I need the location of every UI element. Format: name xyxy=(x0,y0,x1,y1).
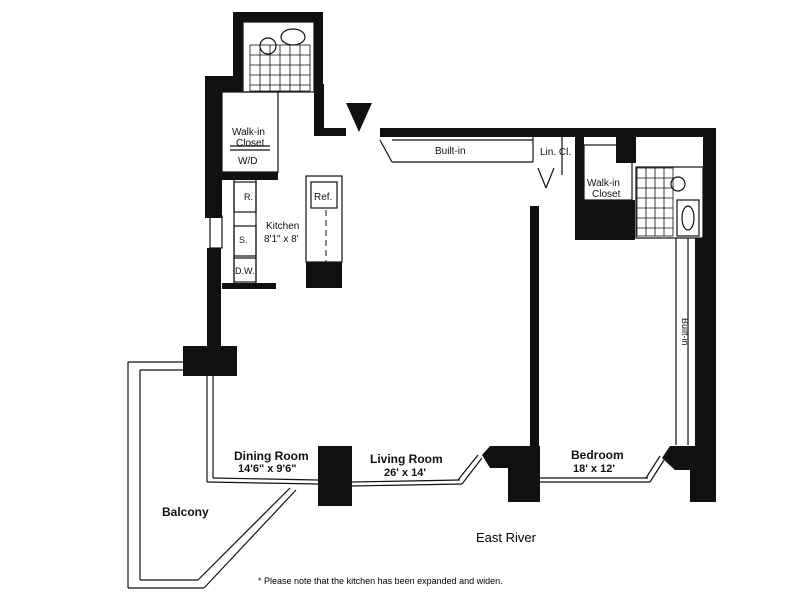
bedroom-dims: 18' x 12' xyxy=(573,463,615,475)
living-room-name: Living Room xyxy=(370,452,443,466)
dishwasher-label: D.W. xyxy=(235,266,255,276)
bedroom-closet-bath xyxy=(575,128,716,240)
sink-label: S. xyxy=(239,235,248,245)
east-river-label: East River xyxy=(476,530,537,545)
bedroom-basin xyxy=(681,205,695,231)
walkin-closet-bed-line2: Closet xyxy=(592,189,621,200)
bathtub-tile-grid xyxy=(249,44,311,92)
north-wall xyxy=(379,128,716,189)
dining-room-dims: 14'6" x 9'6" xyxy=(238,463,296,475)
kitchen-dims: 8'1" x 8' xyxy=(264,234,299,245)
bedroom-toilet xyxy=(670,176,686,192)
range xyxy=(233,181,257,213)
dining-room-name: Dining Room xyxy=(234,449,309,463)
shower-tile-grid xyxy=(636,167,674,237)
kitchen-sink xyxy=(233,225,257,257)
refrigerator-column xyxy=(305,175,343,288)
dishwasher xyxy=(233,257,257,283)
range-label: R. xyxy=(244,192,253,202)
east-wall xyxy=(675,238,716,448)
balcony-outline xyxy=(127,361,297,589)
toilet xyxy=(259,37,277,55)
south-wall xyxy=(183,346,716,506)
walkin-closet-top-line2: Closet xyxy=(236,138,265,149)
partition-wall xyxy=(530,206,539,458)
kitchen-name: Kitchen xyxy=(266,221,299,232)
kitchen-wing-walls xyxy=(205,76,346,348)
ref-label: Ref. xyxy=(314,192,332,203)
builtin-living-label: Built-in xyxy=(435,146,466,157)
tub-basin xyxy=(280,28,306,46)
linen-closet-label: Lin. Cl. xyxy=(540,147,571,158)
walkin-closet-bed-line1: Walk-in xyxy=(587,178,620,189)
kitchen-footnote: * Please note that the kitchen has been … xyxy=(258,576,503,586)
entry-arrow-icon xyxy=(346,103,372,132)
builtin-bedroom-label: Built-in xyxy=(680,318,690,346)
bedroom-name: Bedroom xyxy=(571,448,624,462)
walkin-closet-top-line1: Walk-in xyxy=(232,127,265,138)
top-bathroom xyxy=(233,12,323,93)
washer-dryer-label: W/D xyxy=(238,156,257,167)
balcony-name: Balcony xyxy=(162,505,209,519)
living-room-dims: 26' x 14' xyxy=(384,467,426,479)
